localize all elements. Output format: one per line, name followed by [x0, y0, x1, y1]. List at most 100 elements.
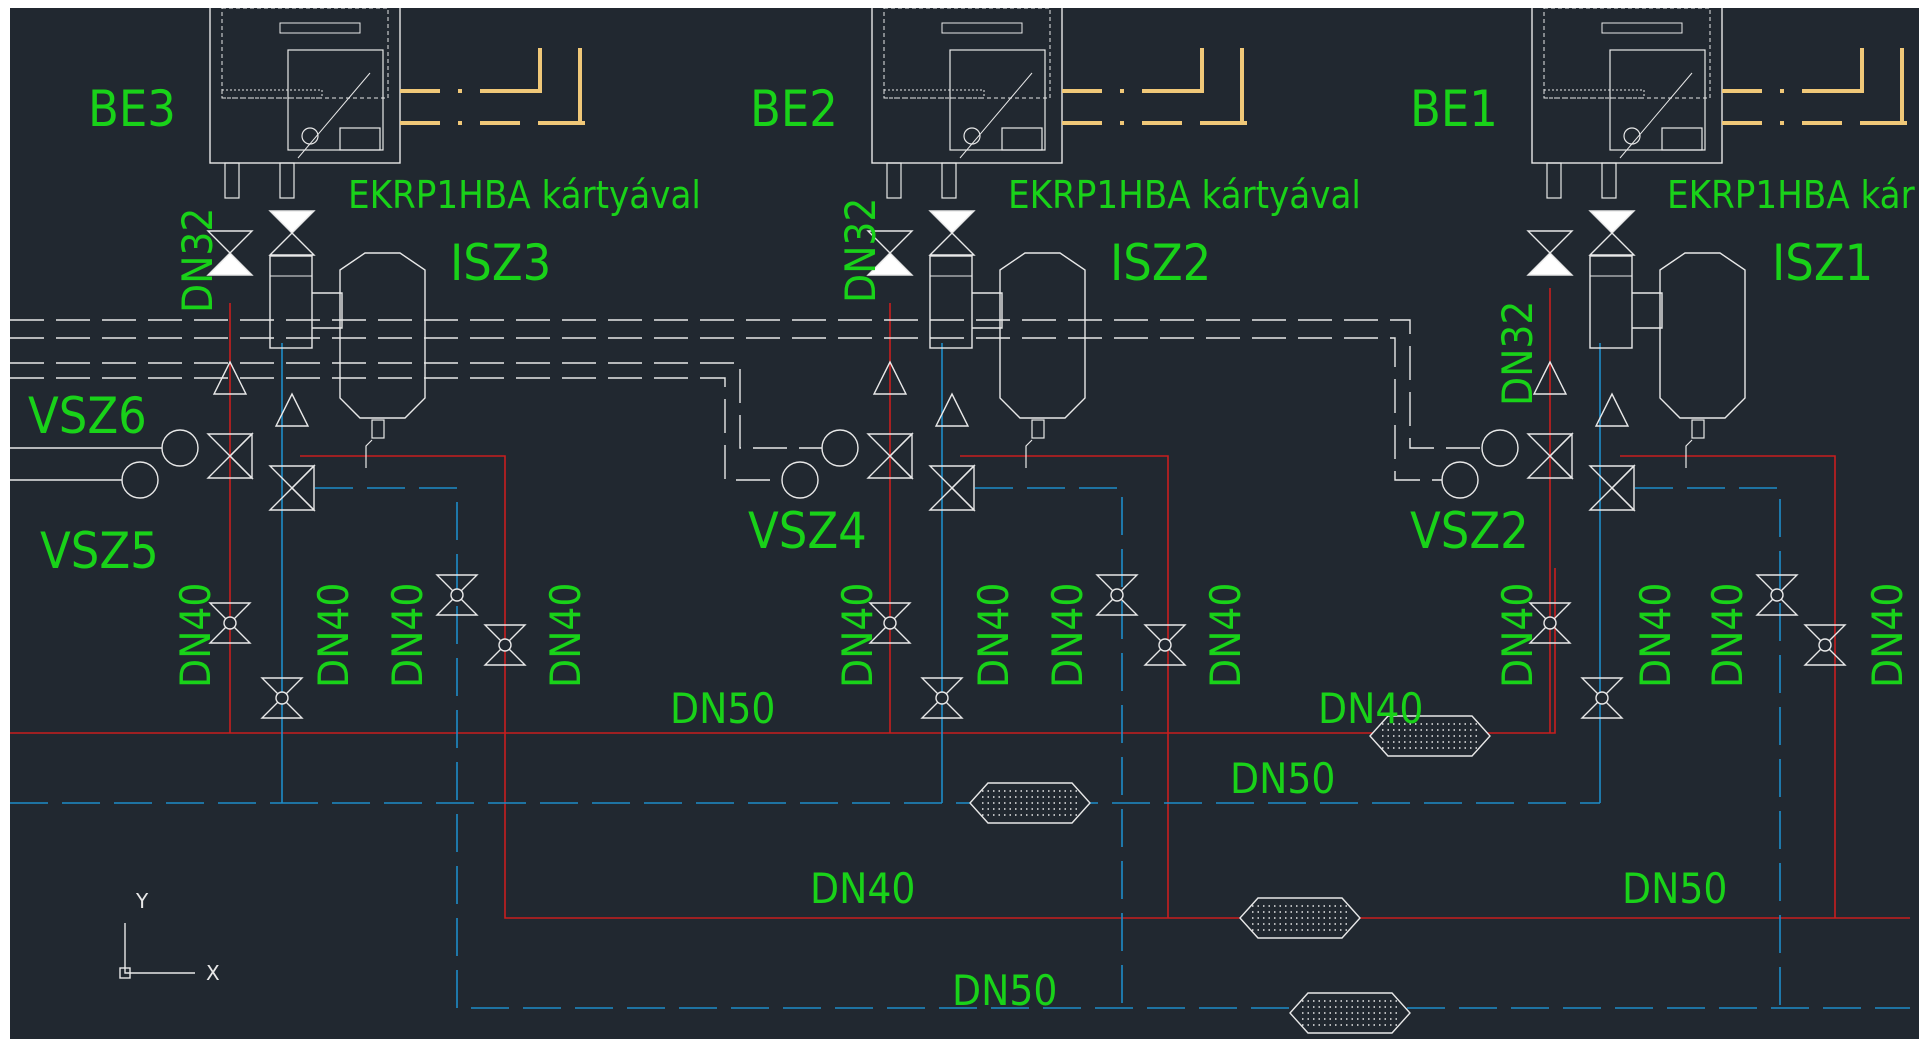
tank-drain-pipe-2	[1025, 439, 1033, 468]
ucs-icon: Y X	[119, 889, 220, 985]
unit-wire	[959, 72, 1033, 159]
mixing-valve-b-1	[268, 464, 316, 512]
pipe-label-dn40-v10: DN40	[1631, 583, 1680, 688]
drawing-canvas[interactable]: BE3 BE2 BE1 EKRP1HBA kártyával EKRP1HBA …	[10, 8, 1919, 1039]
valve-stem	[1110, 588, 1124, 602]
control-lines	[10, 319, 1500, 481]
unit-panel	[1543, 8, 1711, 99]
valve-half-bottom	[920, 697, 964, 719]
pipe-label-dn40-v9: DN40	[1493, 583, 1542, 688]
separator-link-1	[312, 292, 343, 329]
valve-half-top	[928, 210, 976, 234]
mix-side	[951, 464, 975, 512]
pipe-label-dn40-v6: DN40	[969, 583, 1018, 688]
supply-pipes	[10, 288, 1910, 919]
tank-drain-pipe-1	[365, 439, 373, 468]
unit-terminal	[1001, 127, 1043, 151]
unit-vent	[221, 89, 323, 99]
strainer-body	[1239, 897, 1361, 939]
valve-half-bottom	[268, 232, 316, 256]
pipe-label-dn40-v4: DN40	[541, 583, 590, 688]
pipe-label-dn50-c: DN50	[1622, 864, 1727, 913]
valve-stem	[883, 616, 897, 630]
valve-half-bottom	[1755, 594, 1799, 616]
unit-label-be3: BE3	[88, 80, 176, 138]
valve-half-top	[1528, 602, 1572, 624]
unit-casing	[209, 8, 401, 164]
mixing-valve-a-1	[206, 432, 254, 480]
valve-stem	[1543, 616, 1557, 630]
valve-half-top	[1755, 574, 1799, 596]
gate-valve-supply-2	[868, 602, 912, 644]
mixing-valve-b-2	[928, 464, 976, 512]
pipe-label-dn40-v5: DN40	[833, 583, 882, 688]
valve-half-bottom	[1528, 622, 1572, 644]
valve-label-vsz5: VSZ5	[40, 522, 159, 580]
valve-half-top	[435, 574, 479, 596]
storage-label-isz1: ISZ1	[1772, 234, 1873, 292]
pipe-strainers	[969, 715, 1491, 1034]
unit-gauge	[963, 127, 981, 145]
unit-panel	[221, 8, 389, 99]
unit-gauge	[1623, 127, 1641, 145]
gate-valve-return-branch-1	[435, 574, 479, 616]
hydraulic-separator-2	[929, 255, 973, 349]
valve-stem	[935, 691, 949, 705]
valve-half-top	[1580, 677, 1624, 699]
unit-display	[1601, 22, 1683, 34]
return-pipes	[10, 343, 1910, 1009]
isolation-valve-return-2	[928, 210, 976, 256]
valve-stem	[275, 691, 289, 705]
valve-half-bottom	[483, 644, 527, 666]
valve-half-top	[1095, 574, 1139, 596]
pipe-label-dn32-1: DN32	[173, 208, 222, 313]
unit-casing	[1531, 8, 1723, 164]
pump-b-3	[1441, 461, 1479, 499]
check-valve-return-2	[934, 392, 970, 427]
tank-drain-1	[371, 419, 385, 439]
pipe-label-dn40-v8: DN40	[1201, 583, 1250, 688]
valve-stem	[498, 638, 512, 652]
storage-label-isz3: ISZ3	[450, 234, 551, 292]
hydraulic-schematic: BE3 BE2 BE1 EKRP1HBA kártyával EKRP1HBA …	[10, 8, 1916, 1034]
valve-symbols	[121, 210, 1847, 719]
unit-label-be2: BE2	[750, 80, 838, 138]
unit-stub-right	[1601, 162, 1617, 199]
pipe-label-dn32-2: DN32	[836, 198, 885, 303]
signal-bend-1	[1147, 48, 1204, 93]
valve-stem	[223, 616, 237, 630]
isolation-valve-return-1	[268, 210, 316, 256]
unit-terminal	[339, 127, 381, 151]
check-valve-supply-1	[212, 360, 248, 395]
pipe-label-dn40-v7: DN40	[1043, 583, 1092, 688]
check-valve-supply-2	[872, 360, 908, 395]
pipe-label-dn40-b: DN40	[810, 864, 915, 913]
tank-drain-pipe-3	[1685, 439, 1693, 468]
unit-stub-right	[941, 162, 957, 199]
valve-half-top	[260, 677, 304, 699]
valve-half-bottom	[928, 232, 976, 256]
card-note-3: EKRP1HBA kár	[1667, 173, 1916, 217]
valve-half-bottom	[868, 622, 912, 644]
valve-half-bottom	[260, 697, 304, 719]
unit-wire	[1619, 72, 1693, 159]
mix-bottom	[268, 487, 316, 511]
valve-half-bottom	[1588, 232, 1636, 256]
ucs-y-label: Y	[135, 889, 149, 913]
valve-stem	[1818, 638, 1832, 652]
gate-valve-return-1	[260, 677, 304, 719]
unit-controller	[1609, 49, 1706, 151]
valve-half-top	[866, 230, 914, 254]
pipe-label-dn40-a: DN40	[1318, 684, 1423, 733]
pipe-label-dn50-a: DN50	[670, 684, 775, 733]
unit-stub-left	[1546, 162, 1562, 199]
valve-stem	[1595, 691, 1609, 705]
card-note-1: EKRP1HBA kártyával	[348, 173, 701, 217]
labels: BE3 BE2 BE1 EKRP1HBA kártyával EKRP1HBA …	[28, 80, 1916, 1015]
pump-b-2	[781, 461, 819, 499]
unit-vent	[883, 89, 985, 99]
valve-half-bottom	[1580, 697, 1624, 719]
signal-bend-1	[485, 48, 542, 93]
mix-side	[291, 464, 315, 512]
